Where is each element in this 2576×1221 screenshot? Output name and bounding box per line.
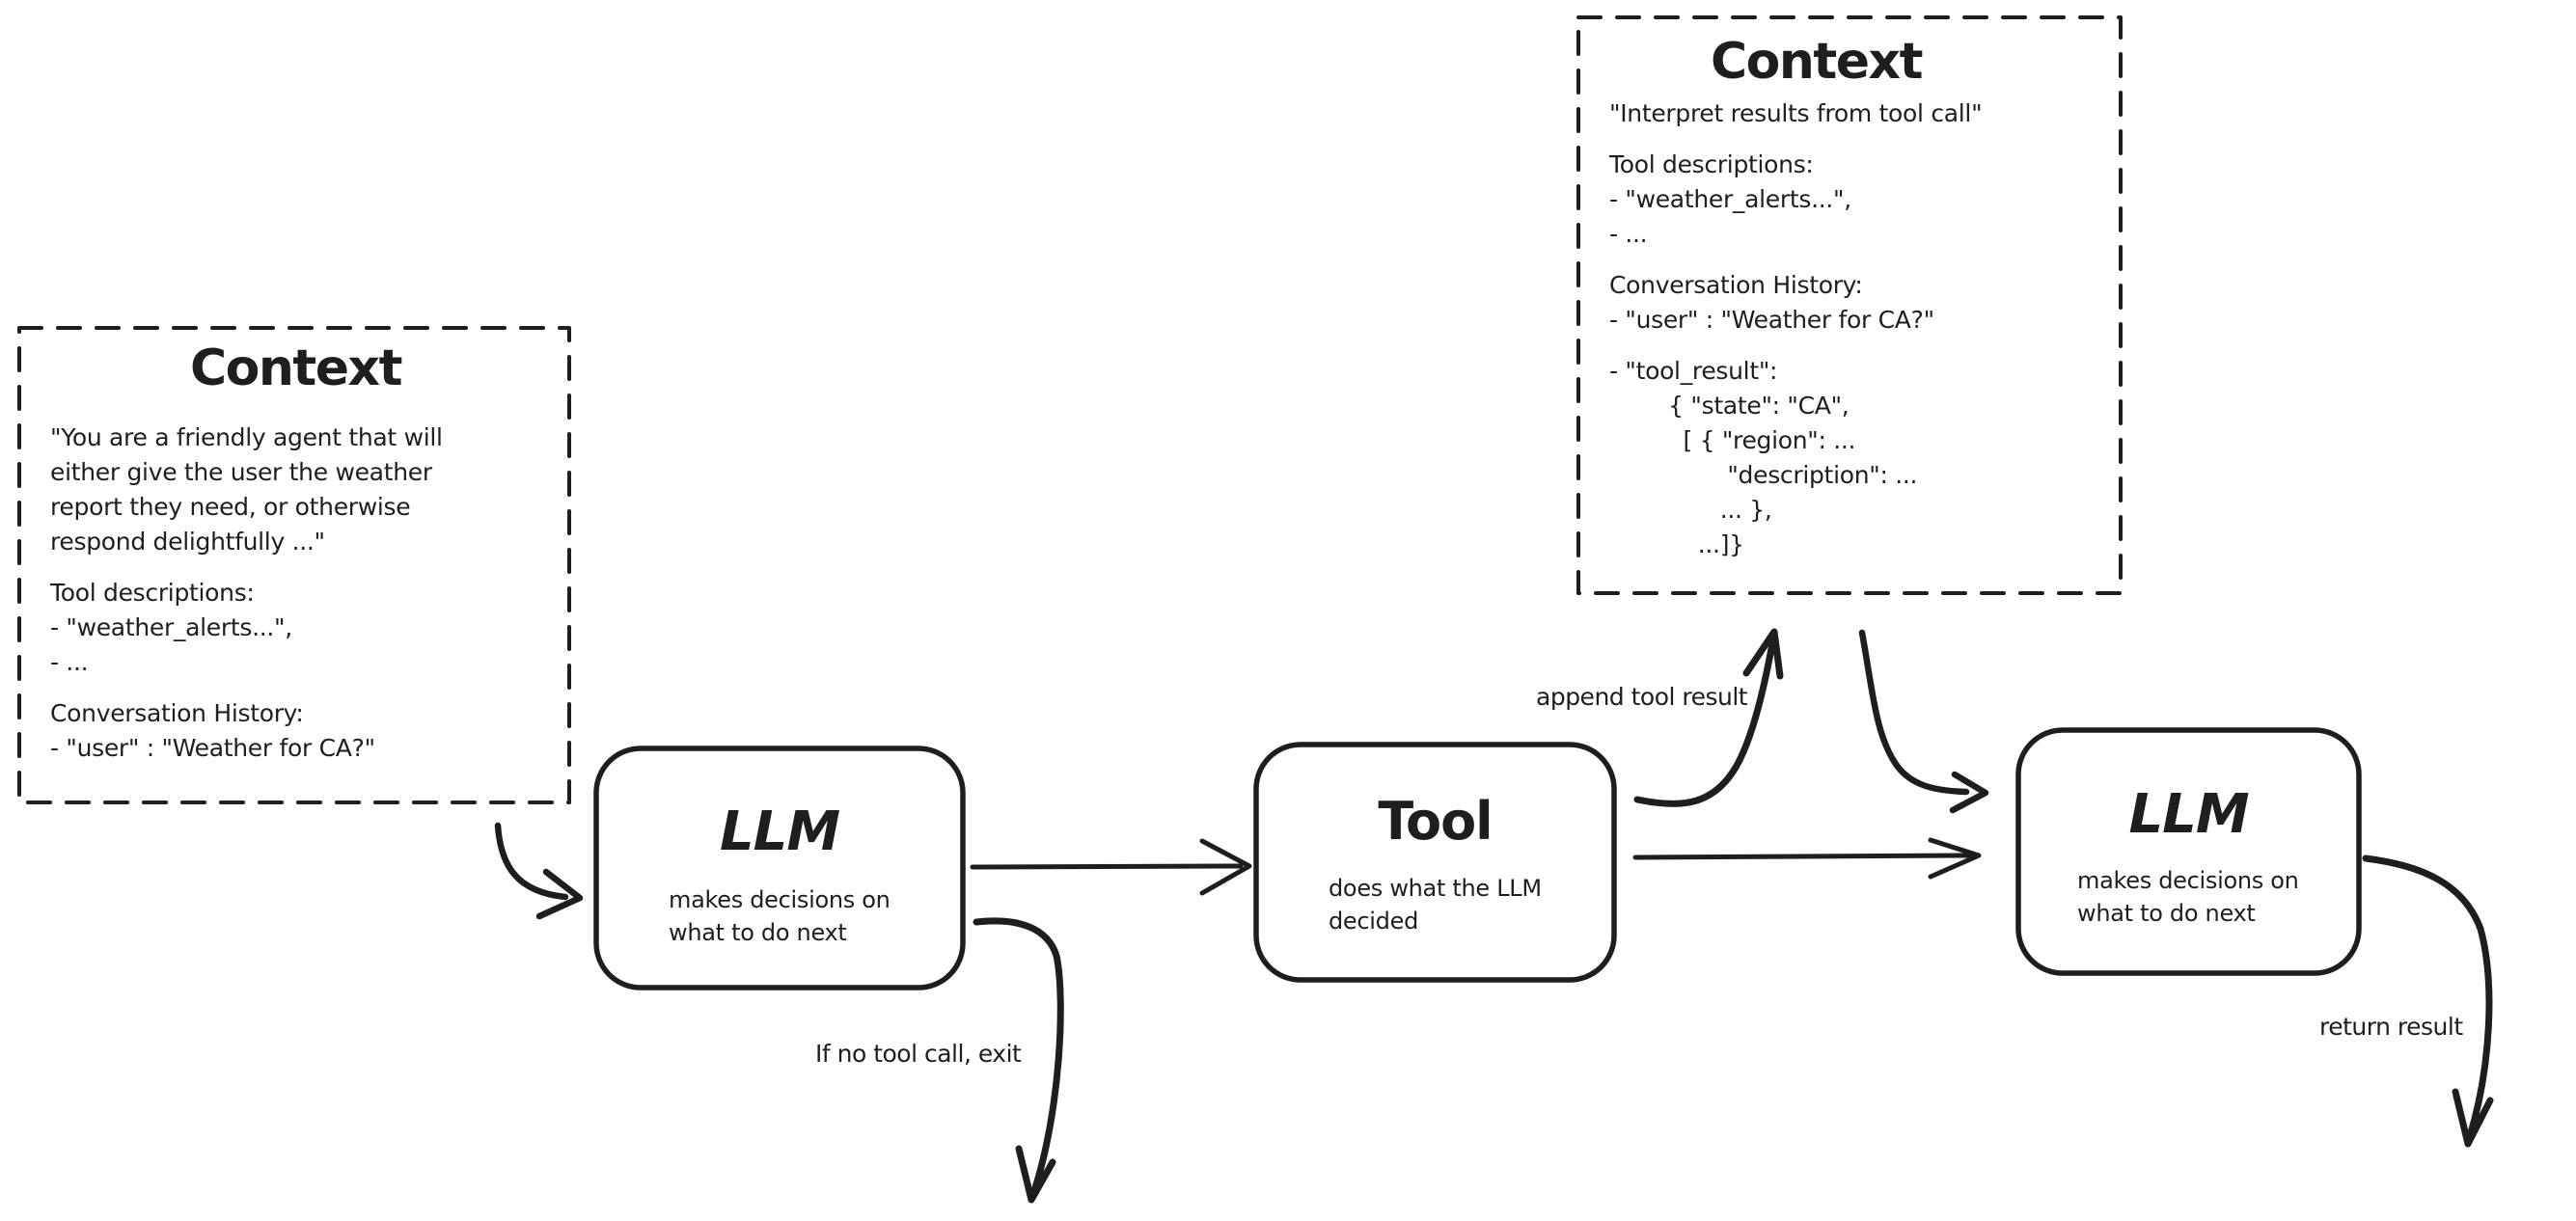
text-line: respond delightfully ..." (50, 528, 325, 556)
text-line (1609, 131, 2092, 148)
text-line: { "state": "CA", (1609, 392, 1850, 420)
text-line: - "user" : "Weather for CA?" (1609, 306, 1934, 334)
text-line (50, 559, 552, 576)
text-line (50, 680, 552, 696)
context-left-title: Context (190, 339, 402, 397)
arrow-context-top-to-llm2 (1858, 629, 1989, 814)
arrow-llm1-to-tool (970, 838, 1252, 896)
text-line: what to do next (2077, 900, 2256, 927)
text-line: - "weather_alerts...", (1609, 185, 1851, 213)
arrow-context-left-to-llm1 (494, 822, 584, 920)
context-top-box (1576, 15, 2123, 595)
llm2-node-box (2015, 727, 2362, 976)
text-line: report they need, or otherwise (50, 493, 411, 521)
text-line (1609, 252, 2092, 268)
return-result-label: return result (2319, 1013, 2463, 1041)
text-line: Tool descriptions: (50, 579, 255, 607)
if-no-tool-call-exit-label: If no tool call, exit (815, 1040, 1022, 1068)
text-line (1609, 338, 2092, 354)
arrow-tool-to-context-top (1633, 628, 1784, 807)
llm1-title: LLM (719, 800, 840, 863)
text-line: "You are a friendly agent that will (50, 423, 443, 451)
text-line: - "weather_alerts...", (50, 613, 292, 641)
context-left-box (17, 326, 571, 804)
text-line: decided (1329, 908, 1418, 935)
text-line: either give the user the weather (50, 458, 432, 486)
tool-subtitle: does what the LLM decided (1329, 872, 1542, 937)
text-line: Conversation History: (1609, 271, 1863, 299)
llm2-title: LLM (2128, 783, 2249, 846)
text-line: makes decisions on (2077, 867, 2299, 894)
text-line: - ... (50, 648, 89, 676)
text-line: makes decisions on (669, 886, 891, 913)
text-line: [ { "region": ... (1609, 426, 1856, 454)
text-line: Conversation History: (50, 699, 304, 727)
append-tool-result-label: append tool result (1536, 683, 1748, 711)
text-line: - "user" : "Weather for CA?" (50, 734, 375, 762)
text-line: - ... (1609, 220, 1648, 248)
text-line: does what the LLM (1329, 875, 1542, 902)
arrow-llm1-exit (973, 917, 1064, 1204)
text-line: "description": ... (1609, 461, 1918, 489)
text-line: - "tool_result": (1609, 357, 1778, 385)
tool-title: Tool (1378, 791, 1493, 852)
arrow-tool-to-llm2 (1632, 837, 1982, 880)
arrow-llm2-return (2362, 855, 2494, 1148)
text-line: Tool descriptions: (1609, 150, 1814, 178)
text-line: ... }, (1609, 496, 1772, 524)
tool-node-box (1253, 742, 1617, 983)
llm2-subtitle: makes decisions on what to do next (2077, 864, 2299, 930)
text-line: ...]} (1609, 530, 1744, 558)
context-top-text: "Interpret results from tool call" Tool d… (1609, 96, 2092, 562)
context-top-title: Context (1711, 33, 1923, 91)
text-line: what to do next (669, 919, 847, 946)
context-left-text: "You are a friendly agent that will eithe… (50, 421, 552, 766)
llm1-subtitle: makes decisions on what to do next (669, 883, 891, 949)
llm1-node-box (593, 746, 966, 990)
text-line: "Interpret results from tool call" (1609, 99, 1983, 127)
